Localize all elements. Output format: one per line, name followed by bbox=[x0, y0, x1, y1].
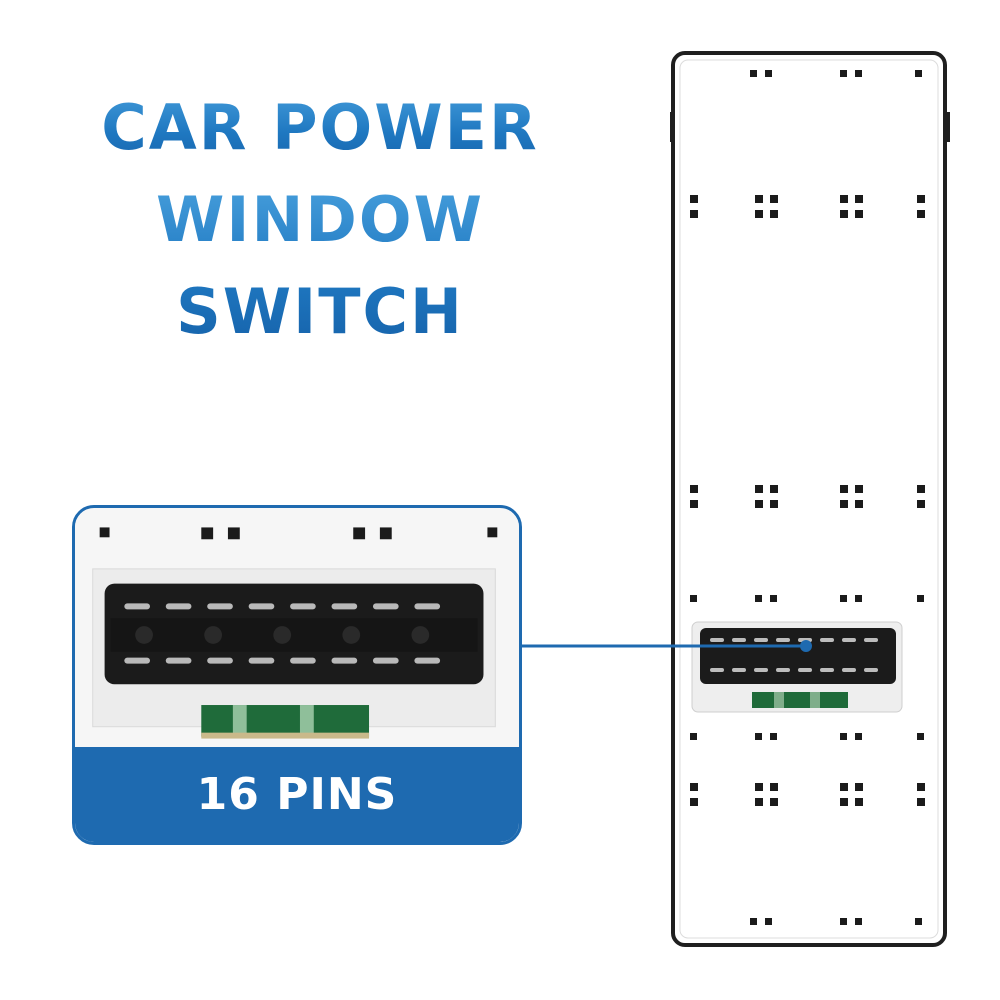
pin-count-label: 16 PINS bbox=[196, 769, 398, 820]
callout-label-band: 16 PINS bbox=[75, 747, 519, 842]
panel-mounting-holes bbox=[690, 70, 925, 925]
headline-line-2: WINDOW SWITCH bbox=[40, 174, 600, 358]
connector-pins bbox=[124, 603, 441, 664]
panel-connector bbox=[700, 628, 896, 684]
window-switch-panel bbox=[670, 51, 950, 947]
connector-callout: 16 PINS bbox=[72, 505, 522, 845]
headline-line-1: CAR POWER bbox=[40, 82, 600, 174]
product-headline: CAR POWER WINDOW SWITCH bbox=[40, 82, 600, 358]
connector-closeup-image bbox=[75, 509, 519, 757]
